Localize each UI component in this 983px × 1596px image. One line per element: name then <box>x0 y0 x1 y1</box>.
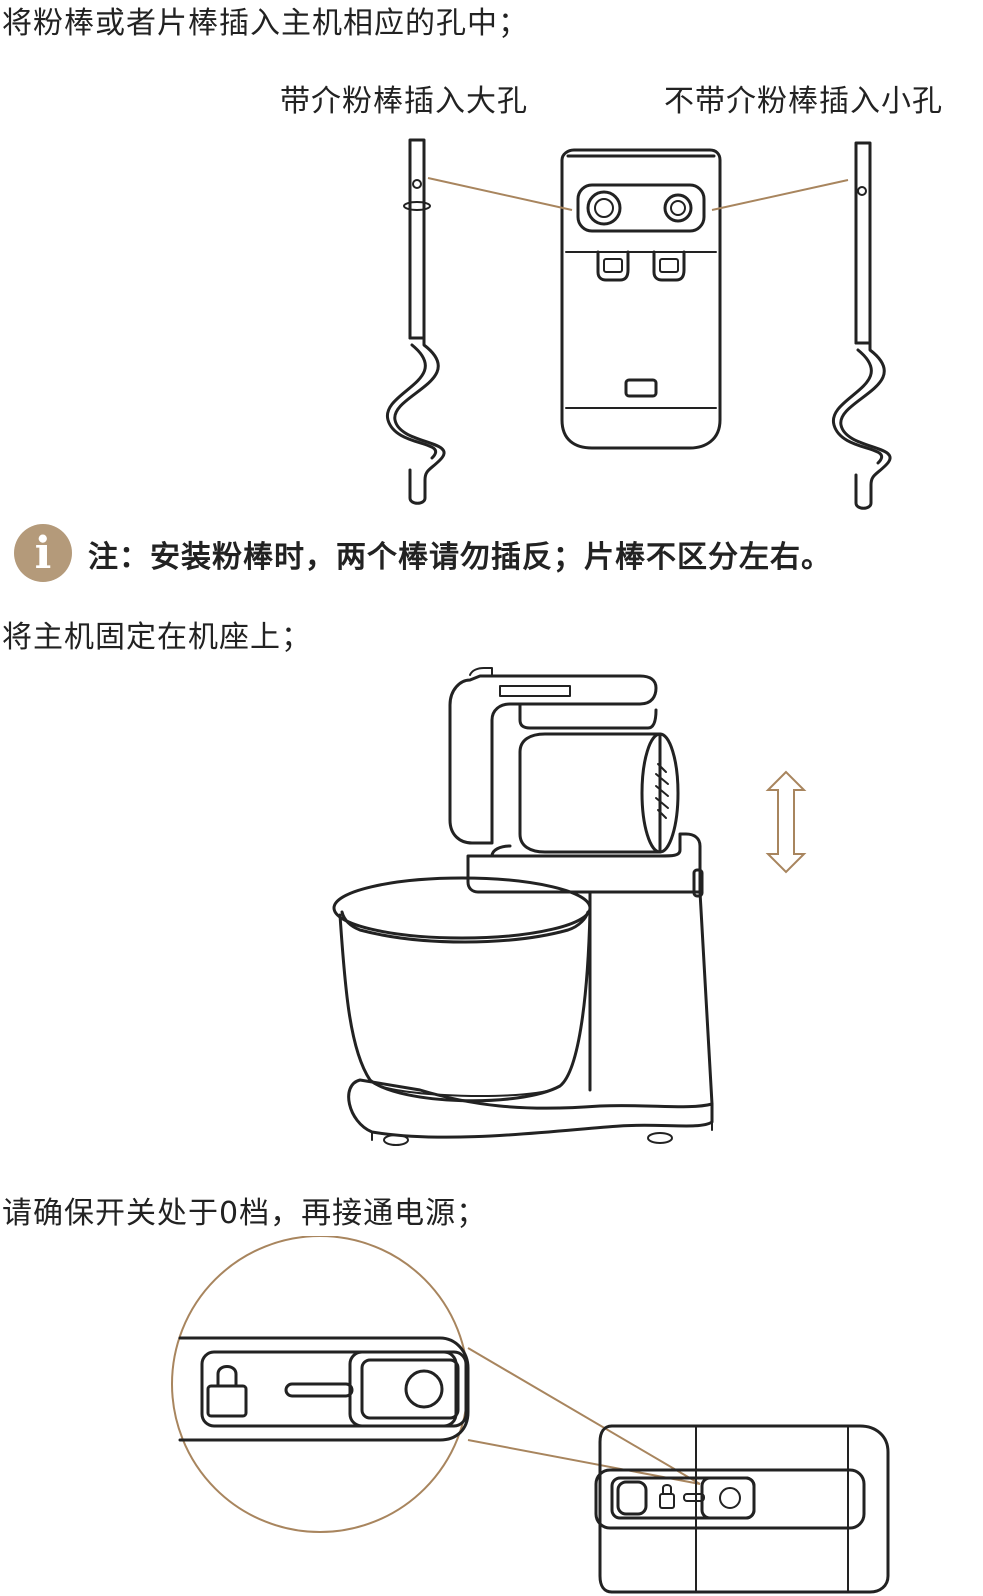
label-small-hole: 不带介粉棒插入小孔 <box>664 84 943 119</box>
mixer-head <box>448 667 680 854</box>
right-dough-hook <box>832 141 892 510</box>
step-mount-head: 将主机固定在机座上； <box>2 620 312 655</box>
note-text: 注：安装粉棒时，两个棒请勿插反；片棒不区分左右。 <box>88 540 832 575</box>
up-down-arrow-icon <box>765 770 807 874</box>
zoomed-switch-panel <box>178 1336 470 1442</box>
leader-line-large-hole <box>427 177 573 211</box>
mixing-bowl <box>332 876 592 1103</box>
info-icon: i <box>14 524 72 582</box>
mixer-head-side <box>594 1424 890 1594</box>
step-power-on: 请确保开关处于0档，再接通电源； <box>2 1196 488 1231</box>
leader-line-small-hole <box>711 179 849 211</box>
step-insert-beaters: 将粉棒或者片棒插入主机相应的孔中； <box>2 6 529 41</box>
switch-detail-illustration <box>171 1236 890 1594</box>
label-large-hole: 带介粉棒插入大孔 <box>280 84 528 119</box>
lock-icon <box>206 1365 248 1418</box>
stand-mixer-illustration <box>332 667 807 1146</box>
beater-install-illustration <box>386 138 892 510</box>
left-dough-hook <box>386 138 446 505</box>
info-icon-glyph: i <box>34 527 52 579</box>
mixer-stand-body <box>347 832 714 1146</box>
mixer-head-underside <box>560 148 722 450</box>
leader-line-top <box>467 1347 701 1485</box>
